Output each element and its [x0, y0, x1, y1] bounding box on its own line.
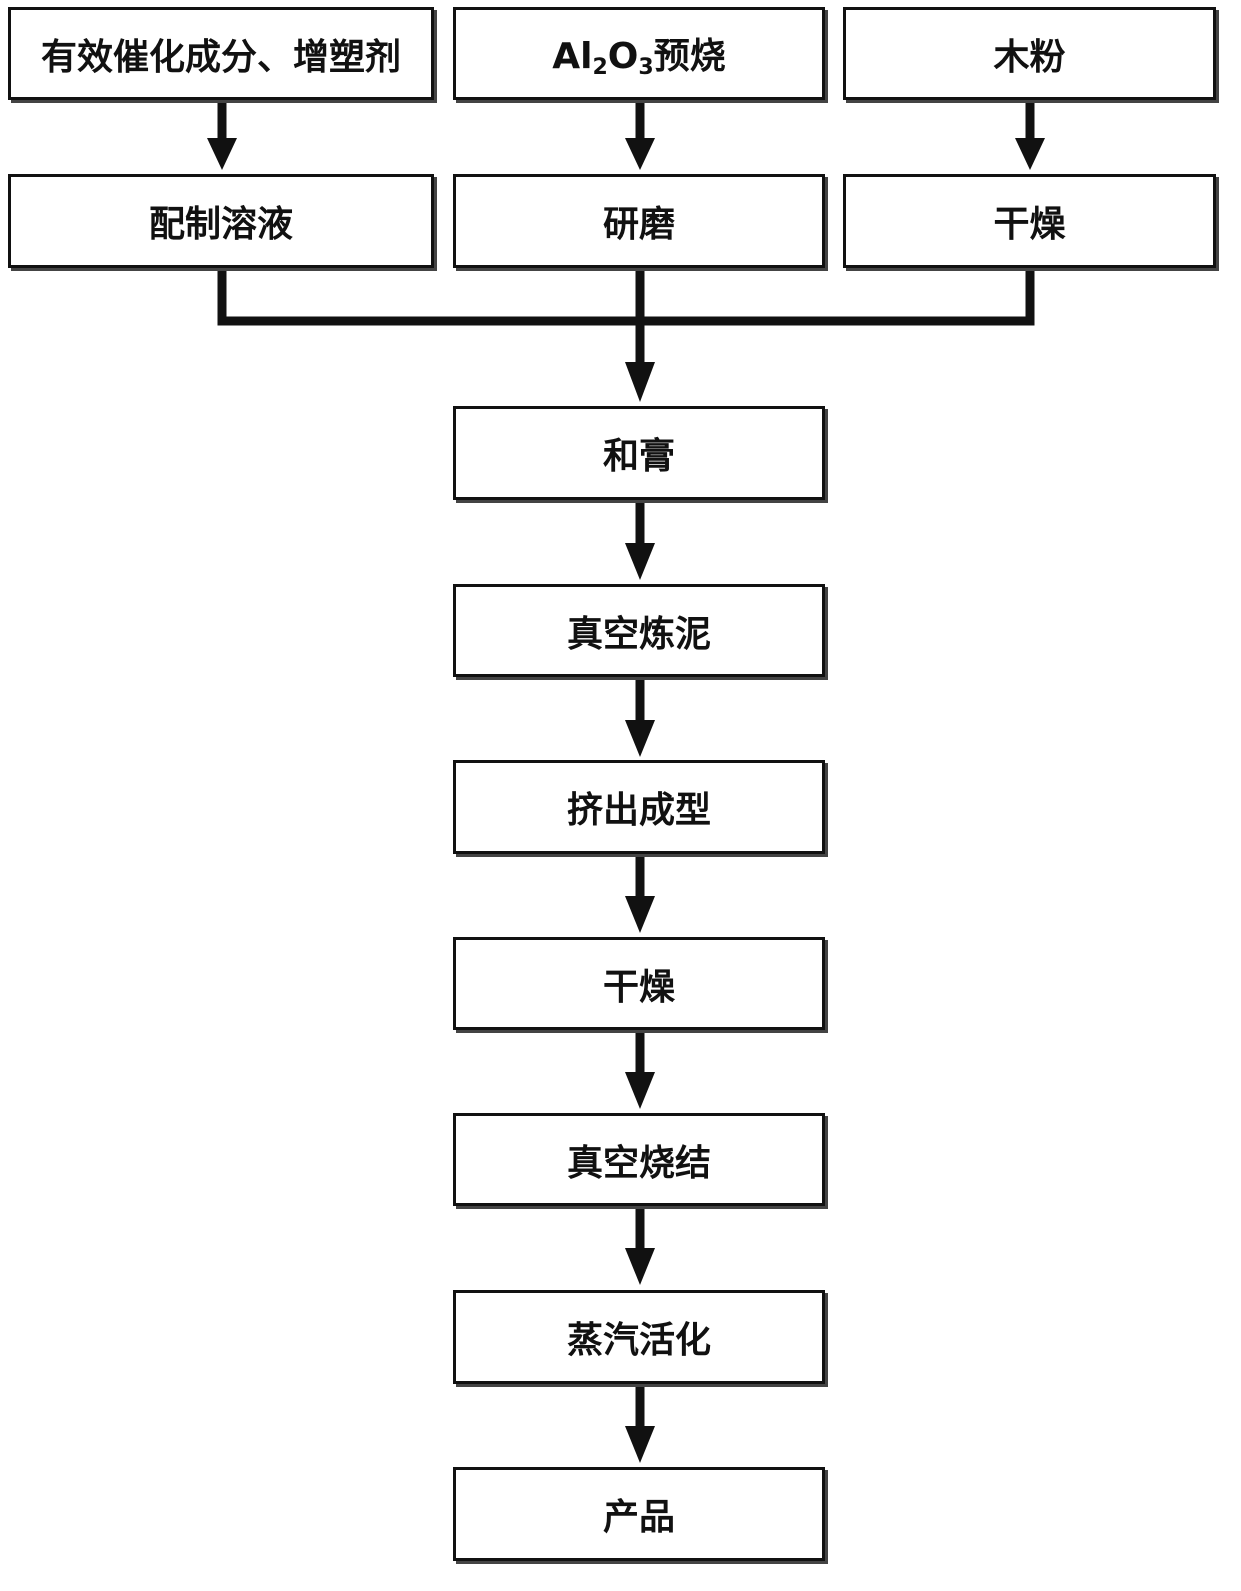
input-label-wood: 木粉 [993, 36, 1066, 78]
step-label-vacuum-sintering: 真空烧结 [566, 1142, 711, 1184]
arrowhead-alumina [625, 138, 655, 170]
step-box-product: 产品 [453, 1467, 825, 1561]
input-box-alumina: Al2O3预烧 [453, 7, 825, 100]
step-box-extrusion: 挤出成型 [453, 760, 825, 854]
step-label-drying2: 干燥 [602, 966, 675, 1008]
arrowhead-extrusion [625, 720, 655, 757]
step-label-product: 产品 [602, 1497, 675, 1538]
step-box-drying1: 干燥 [843, 174, 1216, 268]
arrowhead-sintering [625, 1072, 655, 1109]
arrowhead-wood [1015, 138, 1045, 170]
step-box-drying2: 干燥 [453, 937, 825, 1030]
step-label-grinding: 研磨 [602, 204, 675, 245]
arrowhead-merge [625, 362, 655, 402]
step-box-solution: 配制溶液 [8, 174, 434, 268]
input-label-alumina: Al2O3预烧 [552, 36, 726, 80]
arrowhead-catalyst [207, 138, 237, 170]
input-box-wood: 木粉 [843, 7, 1216, 100]
arrowhead-pugging [625, 543, 655, 580]
arrowhead-activation [625, 1248, 655, 1285]
step-box-vacuum-pugging: 真空炼泥 [453, 584, 825, 677]
input-label-catalyst: 有效催化成分、增塑剂 [40, 36, 401, 78]
step-label-extrusion: 挤出成型 [566, 790, 711, 831]
step-box-grinding: 研磨 [453, 174, 825, 268]
step-label-kneading: 和膏 [602, 436, 675, 477]
step-label-steam-activation: 蒸汽活化 [566, 1320, 711, 1361]
input-box-catalyst: 有效催化成分、增塑剂 [8, 7, 434, 100]
step-label-vacuum-pugging: 真空炼泥 [566, 613, 711, 655]
step-label-solution: 配制溶液 [148, 204, 293, 245]
step-box-vacuum-sintering: 真空烧结 [453, 1113, 825, 1206]
arrowhead-product [625, 1426, 655, 1463]
arrowhead-drying2 [625, 896, 655, 933]
step-box-steam-activation: 蒸汽活化 [453, 1290, 825, 1384]
step-box-kneading: 和膏 [453, 406, 825, 500]
step-label-drying1: 干燥 [993, 204, 1066, 245]
